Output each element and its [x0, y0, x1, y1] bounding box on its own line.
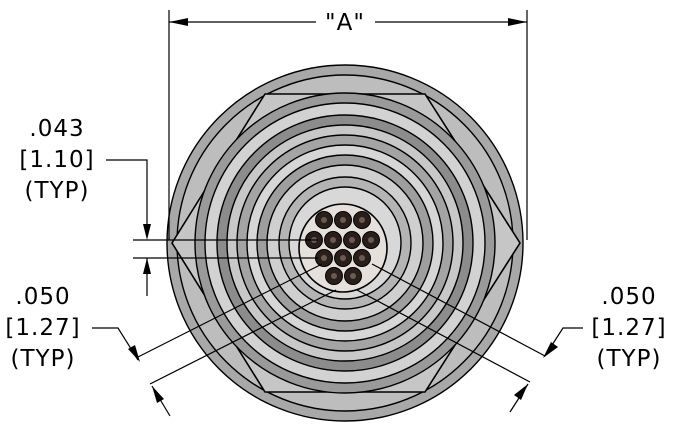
- leader-pitch-left: [92, 327, 139, 361]
- pin-contact: [349, 237, 355, 243]
- arrowhead-pitch-left-bottom: [152, 386, 164, 403]
- pitch-right-mm: [1.27]: [591, 315, 666, 341]
- pin-contact: [340, 217, 346, 223]
- pin-contact: [350, 273, 356, 279]
- pitch-left-typ: (TYP): [11, 346, 76, 372]
- arrowhead-left: [169, 18, 188, 26]
- arrowhead-pin-dia-bottom: [143, 258, 151, 274]
- dimension-pitch-right: .050 [1.27] (TYP): [356, 263, 666, 413]
- arrowhead-pin-dia-top: [143, 224, 151, 240]
- pin-contact: [330, 237, 336, 243]
- pin-dia-typ: (TYP): [25, 178, 90, 204]
- pitch-left-inch: .050: [15, 284, 70, 310]
- arrowhead-pitch-right-top: [543, 342, 558, 358]
- pin-contact: [331, 273, 337, 279]
- connector-body: [166, 64, 524, 422]
- extension-pitch-left-1: [135, 263, 323, 359]
- dimension-a: "A": [168, 10, 528, 240]
- dimension-pin-diameter: .043 [1.10] (TYP): [19, 116, 318, 296]
- pin-array: [305, 211, 380, 285]
- dimension-a-label: "A": [325, 10, 365, 36]
- dimension-pitch-left: .050 [1.27] (TYP): [5, 263, 337, 417]
- pin-contact: [359, 217, 365, 223]
- arrowhead-pitch-right-bottom: [514, 384, 528, 400]
- extension-pitch-left-2: [149, 289, 337, 385]
- extension-pitch-right-2: [356, 289, 531, 383]
- pitch-left-mm: [1.27]: [5, 315, 80, 341]
- pin-contact: [368, 237, 374, 243]
- pin-dia-inch: .043: [29, 116, 84, 142]
- extension-pitch-right-1: [371, 263, 546, 357]
- leader-pin-dia: [106, 159, 148, 226]
- arrowhead-right: [508, 18, 527, 26]
- pin-contact: [321, 217, 327, 223]
- pitch-right-inch: .050: [601, 284, 656, 310]
- pin-dia-mm: [1.10]: [19, 147, 94, 173]
- pin-contact: [340, 255, 346, 261]
- pitch-right-typ: (TYP): [597, 346, 662, 372]
- pin-contact: [359, 255, 365, 261]
- pin-contact: [321, 255, 327, 261]
